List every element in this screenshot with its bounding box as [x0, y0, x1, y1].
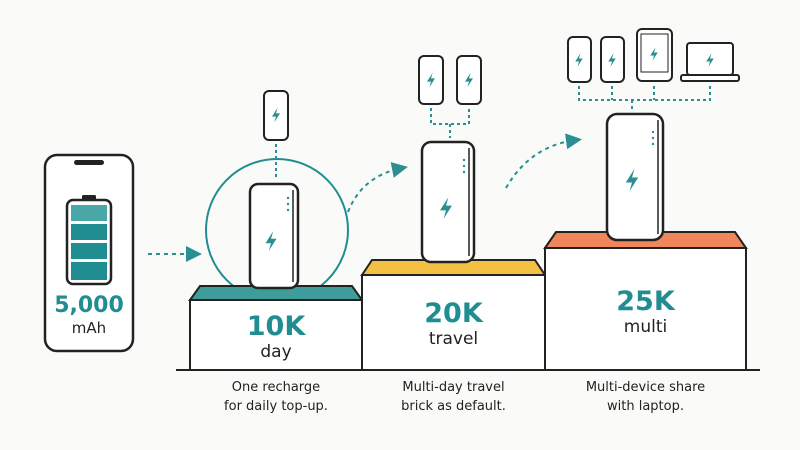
tier-2-value: 20K	[424, 298, 483, 329]
phone-icon	[418, 55, 444, 105]
source-capacity: 5,000 mAh	[45, 294, 133, 338]
tablet-icon	[636, 28, 673, 82]
tier-3-pedestal	[544, 247, 747, 371]
tier-3-name: multi	[623, 317, 668, 337]
tier-2-label: 20K travel	[362, 298, 545, 350]
arrow-icon	[347, 162, 408, 213]
phone-icon	[567, 36, 592, 83]
caption-line: Multi-day travel	[402, 380, 505, 395]
connector-line	[430, 108, 470, 138]
tier-1-caption: One recharge for daily top-up.	[190, 378, 362, 416]
tier-3-caption: Multi-device share with laptop.	[545, 378, 746, 416]
phone-icon	[456, 55, 482, 105]
tier-1-name: day	[260, 342, 292, 362]
tier-2-pedestal	[361, 274, 546, 371]
source-unit: mAh	[71, 319, 107, 337]
source-value: 5,000	[54, 293, 124, 318]
phone-icon	[263, 90, 289, 141]
connector-line	[578, 86, 711, 112]
caption-line: brick as default.	[401, 399, 506, 414]
caption-line: Multi-device share	[585, 380, 706, 395]
tier-1-value: 10K	[246, 311, 306, 342]
battery-icon	[65, 195, 113, 286]
tier-2-name: travel	[428, 329, 479, 349]
caption-line: with laptop.	[607, 399, 684, 414]
tier-3-value: 25K	[616, 286, 675, 317]
phone-icon	[600, 36, 625, 83]
power-bank-icon	[605, 112, 665, 242]
tier-3-label: 25K multi	[545, 286, 746, 338]
arrow-icon	[505, 133, 582, 189]
power-bank-icon	[420, 140, 476, 264]
caption-line: for daily top-up.	[224, 399, 328, 414]
tier-1-label: 10K day	[190, 311, 362, 363]
tier-1-pedestal	[189, 299, 363, 371]
caption-line: One recharge	[231, 380, 321, 395]
power-bank-icon	[248, 182, 300, 290]
tier-2-caption: Multi-day travel brick as default.	[362, 378, 545, 416]
laptop-icon	[680, 42, 740, 82]
